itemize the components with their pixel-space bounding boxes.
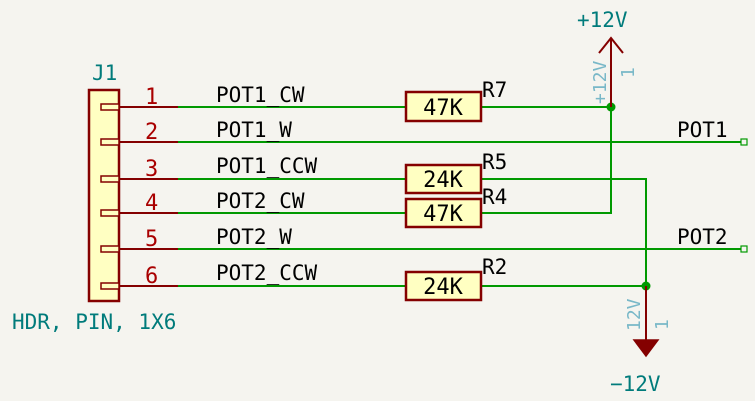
resistor-r4[interactable]: 47K R4 [404,185,507,229]
power-neg-12v[interactable]: −12V 12V 1 [610,286,673,396]
net-label-pot1-cw: POT1_CW [216,83,305,107]
pin-number: 4 [145,191,158,216]
net-label-pot1-w: POT1_W [216,118,292,142]
net-label-pot2-ccw: POT2_CCW [216,261,318,285]
resistor-value: 24K [423,275,463,300]
resistor-ref: R7 [482,78,507,102]
resistor-value: 47K [423,202,463,227]
power-pos-label: +12V [577,8,628,32]
power-neg-hidden-pin: 1 [652,319,673,330]
pin-number: 5 [145,227,158,252]
resistor-value: 47K [423,96,463,121]
connector-body [87,88,121,303]
power-arrow-icon [598,36,624,54]
output-label-pot1: POT1 [677,118,728,142]
wire-r4-to-12v[interactable] [481,107,612,214]
power-neg-hidden-value: 12V [624,298,645,331]
resistor-body [404,197,483,229]
output-terminal-icon [740,138,748,146]
resistor-ref: R2 [482,255,507,279]
pin-contact [100,245,120,253]
resistor-value: 24K [423,168,463,193]
power-pos-12v[interactable]: +12V +12V 1 [577,8,639,107]
resistor-r7[interactable]: 47K R7 [404,78,507,123]
pin-number: 6 [145,264,158,289]
resistor-body [404,90,483,123]
pin-contact [100,282,120,290]
resistor-body [404,163,483,195]
net-label-pot2-w: POT2_W [216,225,292,249]
pin-contact [100,209,120,217]
wire-r5-to-neg12v[interactable] [481,178,647,286]
power-triangle-icon [632,339,660,358]
resistor-r2[interactable]: 24K R2 [404,255,507,302]
pin-number: 3 [145,157,158,182]
pin-number: 1 [145,85,158,110]
connector-j1[interactable]: J1 HDR, PIN, 1X6 1 2 3 4 5 6 [12,61,178,334]
output-pot1[interactable]: POT1 [677,118,748,146]
output-label-pot2: POT2 [677,225,728,249]
output-pot2[interactable]: POT2 [677,225,748,253]
pin-contact [100,175,120,183]
power-neg-label: −12V [610,372,661,396]
resistor-ref: R4 [482,185,507,209]
pin-contact [100,103,120,111]
net-label-pot2-cw: POT2_CW [216,189,305,213]
connector-value: HDR, PIN, 1X6 [12,310,176,334]
net-label-pot1-ccw: POT1_CCW [216,154,318,178]
power-pos-hidden-pin: 1 [618,67,639,78]
connector-ref: J1 [92,61,117,85]
pin-contact [100,138,120,146]
resistor-body [404,270,483,302]
output-terminal-icon [740,245,748,253]
power-pos-hidden-value: +12V [590,60,611,104]
resistor-ref: R5 [482,150,507,174]
pin-number: 2 [145,120,158,145]
resistor-r5[interactable]: 24K R5 [404,150,507,195]
